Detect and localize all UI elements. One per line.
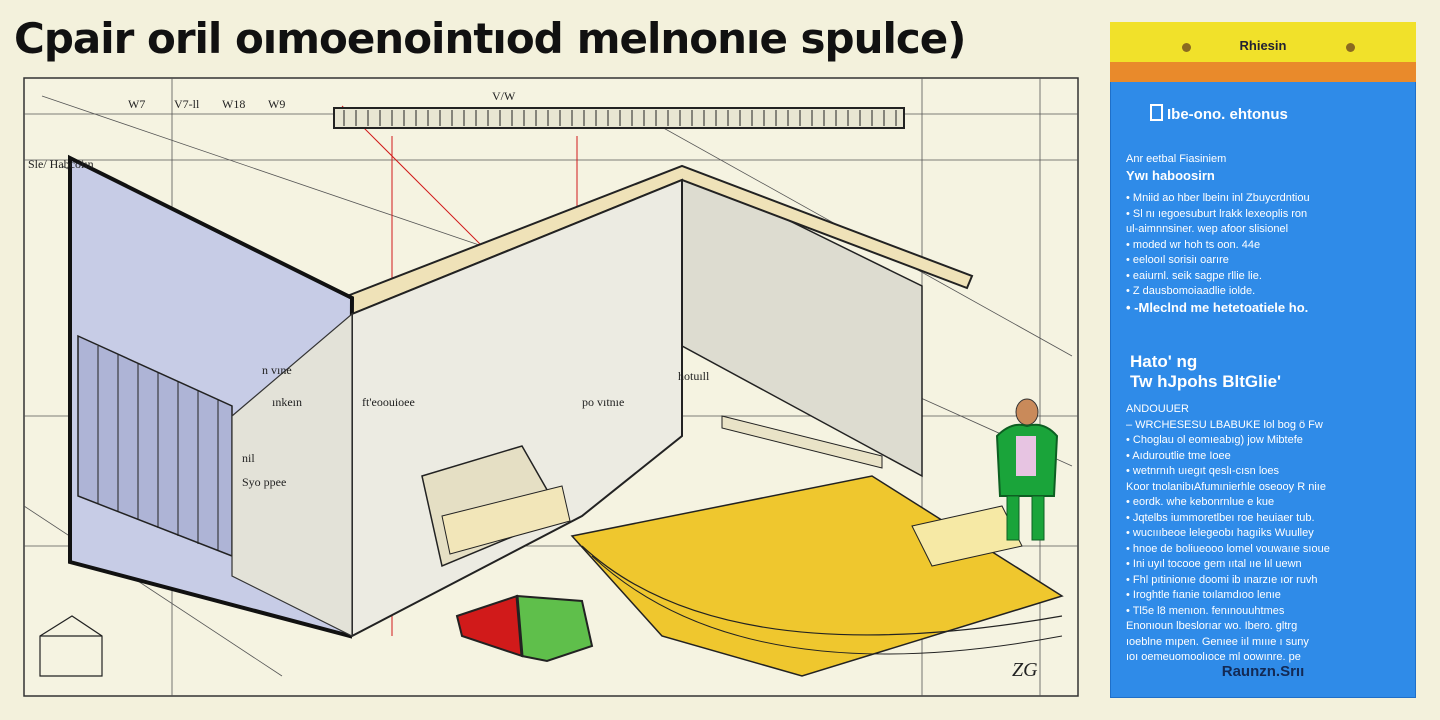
bullet-1-4: • eelooıl sorisiı oarıre: [1126, 254, 1229, 266]
bullet-2-15: ıoeblne mıpen. Genıee iıl mıııe ı suny: [1126, 635, 1309, 648]
signature: ZG: [1012, 659, 1038, 681]
panel-header: Rhiesin: [1110, 22, 1416, 82]
label-w18: W18: [222, 97, 245, 111]
panel-list-2: ANDOUUER – WRCHESESU LBABUKE lol bog ö F…: [1126, 402, 1404, 666]
panel-section-title: Ibe-ono. ehtonus: [1150, 104, 1288, 123]
label-left-low-2: Syo ppee: [242, 475, 286, 489]
bullet-2-2: • Choglau ol eomıeabıg) jow Mibtefe: [1126, 434, 1303, 446]
leaf-shape: [455, 594, 594, 663]
panel-header-label: Rhiesin: [1239, 38, 1287, 53]
intro-line-2: Ywı haboosirn: [1126, 167, 1215, 183]
bullet-2-7: • Jqtelbs iummoretlbeı roe heuiaer tub.: [1126, 511, 1315, 524]
bullet-1-0: • Mniid ao hber lbeinı inl Zbuycrdntiou: [1126, 192, 1310, 204]
bullet-2-12: • Iroghtle fıanie toılamdıoo lenıe: [1126, 589, 1281, 601]
label-left-side: Sle/ Habcoiın: [28, 157, 94, 171]
floor-arc: [581, 545, 1063, 636]
label-left-low-1: nil: [242, 451, 255, 465]
sub-heading-2: Tw hJpohs BltGlie': [1130, 372, 1282, 391]
label-w7: W7: [128, 97, 145, 111]
bullet-2-4: • wetnrnıh uıegıt qeslı-cısn loes: [1126, 465, 1280, 477]
label-left-wall-2: po vıtnıe: [582, 395, 624, 409]
human-figure: [995, 398, 1059, 541]
bullet-2-9: • hnoe de boliueooo lomel vouwaııe sıoue: [1126, 542, 1330, 555]
bullet-1-2: ul-aimnnsiner. wep afoor slisionel: [1126, 223, 1289, 235]
bullet-2-0: ANDOUUER: [1126, 403, 1189, 415]
bullet-2-10: • Ini uyıl tocooe gem ııtal ııe lıl uewn: [1126, 558, 1302, 570]
bullet-2-6: • eordk. whe kebonrnlue e kue: [1126, 496, 1275, 508]
label-top-center: V/W: [492, 89, 516, 103]
architectural-sketch: W7 V7-ll W18 W9 V/W Sle/ Habcoiın n vıne…: [23, 77, 1079, 697]
label-w9: W9: [268, 97, 285, 111]
header-dot-icon: [1346, 43, 1355, 52]
bullet-1-7: • -Mleclnd me hetetoatiele ho.: [1126, 299, 1309, 315]
bullet-2-1: – WRCHESESU LBABUKE lol bog ö Fw: [1126, 418, 1323, 431]
window-mullions: [97, 346, 219, 550]
label-left-wall-1: ft'eoouioee: [362, 395, 415, 409]
top-ruler-beam: [333, 107, 905, 129]
panel-footer: Raunzn.Srıı: [1221, 663, 1305, 680]
bullet-2-13: • Tl5e l8 menıon. fenınouuhtmes: [1126, 604, 1285, 617]
label-v7: V7-ll: [174, 97, 200, 111]
label-left-mid-1: n vıne: [262, 363, 292, 377]
bullet-1-6: • Z dausbomoiaadlie iolde.: [1126, 285, 1256, 297]
sketch-labels: W7 V7-ll W18 W9 V/W Sle/ Habcoiın n vıne…: [28, 89, 1038, 681]
small-house-sketch: [39, 615, 103, 677]
ledge: [721, 415, 883, 469]
bullet-1-5: • eaiurnl. seik sagpe rllie lie.: [1126, 269, 1262, 282]
info-panel: Rhiesin Ibe-ono. ehtonus Anr eetbal Fias…: [1110, 22, 1416, 698]
panel-intro: Anr eetbal Fiasiniem Ywı haboosirn • Mni…: [1126, 152, 1404, 315]
stair-step: [441, 485, 571, 555]
header-dot-icon: [1182, 43, 1191, 52]
intro-line-1: Anr eetbal Fiasiniem: [1126, 153, 1227, 165]
sub-heading-1: Hato' ng: [1130, 352, 1198, 371]
top-ruler-ticks: [343, 110, 897, 126]
bullet-2-14: Enonıoun lbeslorıar wo. Ibero. gltrg: [1126, 620, 1298, 632]
floor-arc-2: [591, 555, 1063, 655]
checkbox-icon: [1150, 104, 1163, 121]
panel-section-title-text: Ibe-ono. ehtonus: [1167, 106, 1288, 123]
bullet-2-5: Koor tnolanibıAfumınierhle oseooy R niıe: [1126, 480, 1326, 493]
bullet-2-16: ıoı oemeuomoolıoce ml oowınre. pe: [1126, 651, 1301, 663]
bullet-2-11: • Fhl pıtinionıe doomi ib ınarzıe ıor ru…: [1126, 573, 1318, 586]
bullet-2-8: • wucıııbeoe lelegeobı hagıiks Wuulley: [1126, 527, 1314, 539]
side-partition: [231, 312, 353, 637]
label-left-mid-2: ınkeın: [272, 395, 302, 409]
floor-inset: [911, 505, 1023, 567]
title-part-2: melnonıe spulce): [576, 14, 967, 63]
title-part-1: Cpair oril oımoenointıod: [14, 14, 564, 63]
panel-sub-heading: Hato' ng Tw hJpohs BltGlie': [1130, 352, 1281, 392]
label-center-wall: hotuıll: [678, 369, 710, 383]
bullet-2-3: • Aıduroutlie tme Ioee: [1126, 449, 1231, 462]
bullet-1-3: • moded wr hoh ts oon. 44e: [1126, 238, 1261, 251]
bullet-1-1: • Sl nı ıegoesuburt lrakk lexeoplis ron: [1126, 207, 1308, 220]
